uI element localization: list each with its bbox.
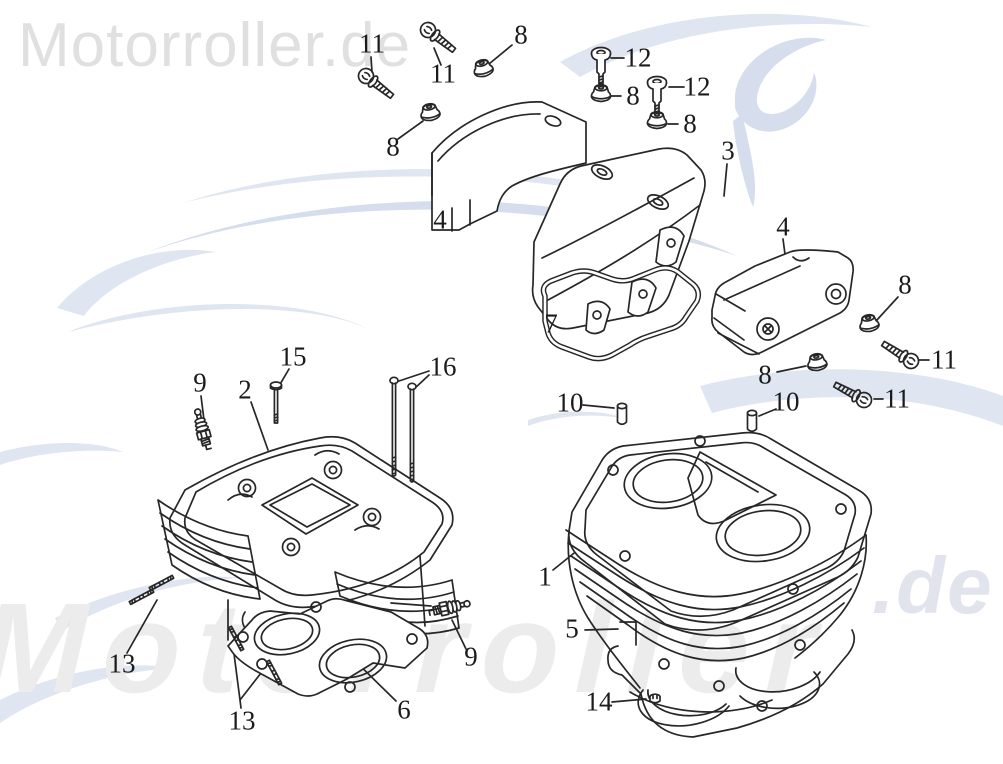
callout-9: 9 — [193, 367, 207, 398]
callout-1: 1 — [538, 561, 552, 592]
callout-15: 15 — [279, 341, 307, 372]
callout-4: 4 — [776, 211, 790, 242]
callout-8: 8 — [758, 359, 772, 390]
right-side-cover-drawing — [711, 249, 854, 356]
cover-gasket-drawing — [540, 265, 702, 362]
left-side-cover-drawing — [431, 101, 587, 232]
callout-8: 8 — [683, 108, 697, 139]
head-gasket-drawing — [227, 597, 429, 697]
watermark-top-left: Motorroller.de — [18, 11, 412, 80]
callout-12: 12 — [683, 71, 711, 102]
callout-3: 3 — [721, 135, 735, 166]
callout-10: 10 — [556, 387, 584, 418]
callout-11: 11 — [430, 58, 456, 89]
callout-13: 13 — [228, 705, 256, 736]
base-gasket-drawing — [607, 621, 856, 738]
callout-11: 11 — [884, 383, 910, 414]
callout-5: 5 — [565, 613, 579, 644]
callout-4: 4 — [433, 204, 447, 235]
callout-11: 11 — [359, 28, 385, 59]
watermark-de: .de — [872, 541, 994, 630]
callout-16: 16 — [429, 351, 457, 382]
callout-7: 7 — [544, 308, 558, 339]
callout-10: 10 — [772, 386, 800, 417]
callout-8: 8 — [898, 269, 912, 300]
cylinder-head-cover-drawing — [531, 147, 706, 335]
cylinder-head-drawing — [157, 435, 460, 656]
callout-13: 13 — [108, 648, 136, 679]
callout-14: 14 — [585, 686, 613, 717]
callout-9: 9 — [464, 641, 478, 672]
callout-8: 8 — [386, 131, 400, 162]
callout-6: 6 — [397, 694, 411, 725]
callout-8: 8 — [514, 19, 528, 50]
callout-11: 11 — [931, 344, 957, 375]
cylinder-block-drawing — [565, 431, 873, 717]
callout-12: 12 — [624, 42, 652, 73]
callout-2: 2 — [238, 374, 252, 405]
callout-8: 8 — [626, 80, 640, 111]
